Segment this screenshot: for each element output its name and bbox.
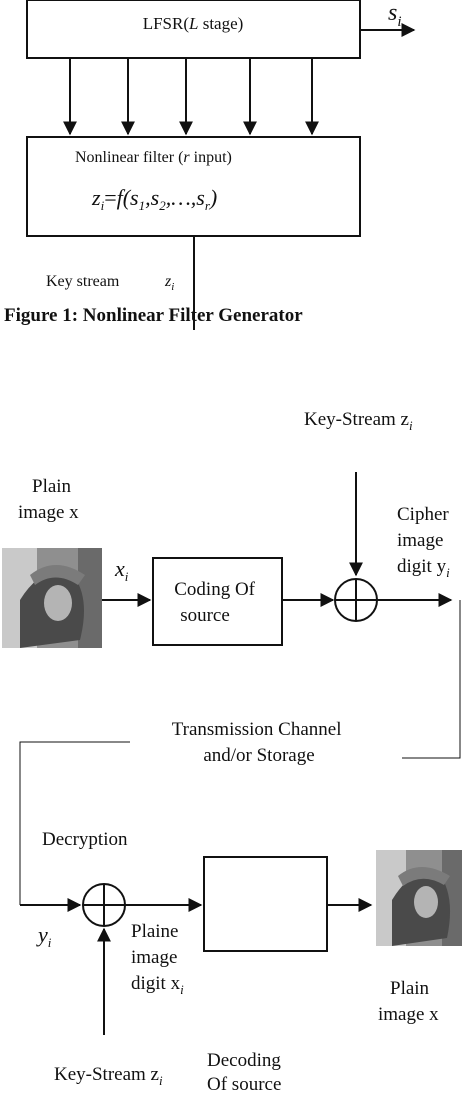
keystream-label: Key stream bbox=[46, 273, 120, 290]
yi-label: yi bbox=[36, 922, 52, 950]
xi-label: xi bbox=[114, 556, 129, 584]
channel-line-right bbox=[402, 600, 461, 759]
decoding-of-source-box bbox=[203, 856, 328, 952]
output-image-thumbnail bbox=[376, 850, 462, 946]
filter-formula: zi=f(s1,s2,…,sr) bbox=[91, 185, 217, 213]
plain-image-output-label: Plain image x bbox=[378, 978, 439, 1025]
filter-label: Nonlinear filter (r input) bbox=[75, 149, 232, 166]
figure-2: Key-Stream zi Plain image x xi Coding Of… bbox=[2, 409, 462, 1095]
plain-image-label: Plain image x bbox=[18, 476, 79, 523]
figure-1-caption: Figure 1: Nonlinear Filter Generator bbox=[4, 305, 303, 326]
figure-1: LFSR(L stage) si Nonlinear filter (r inp… bbox=[4, 0, 416, 330]
keystream-top-label: Key-Stream zi bbox=[304, 409, 413, 433]
lfsr-box bbox=[26, 0, 361, 59]
lfsr-label: LFSR(L stage) bbox=[143, 14, 244, 33]
keystream-bottom-label: Key-Stream zi bbox=[54, 1064, 163, 1088]
decoding-of-source-label: Decoding Of source bbox=[207, 1050, 286, 1095]
plain-image-thumbnail bbox=[2, 548, 102, 648]
xor-encrypt-symbol bbox=[334, 578, 378, 622]
coding-of-source-label: Coding Of source bbox=[174, 579, 260, 626]
keystream-zi-label: zi bbox=[164, 273, 174, 293]
decryption-label: Decryption bbox=[42, 829, 128, 850]
output-si-label: si bbox=[388, 0, 402, 30]
channel-label: Transmission Channel and/or Storage bbox=[172, 719, 347, 766]
cipher-image-label: Cipher image digit yi bbox=[397, 504, 453, 580]
plaine-image-digit-label: Plaine image digit xi bbox=[131, 921, 184, 997]
xor-decrypt-symbol bbox=[82, 883, 126, 927]
coding-of-source-box bbox=[152, 557, 283, 646]
channel-line-left bbox=[19, 741, 130, 905]
nonlinear-filter-box bbox=[26, 136, 361, 237]
